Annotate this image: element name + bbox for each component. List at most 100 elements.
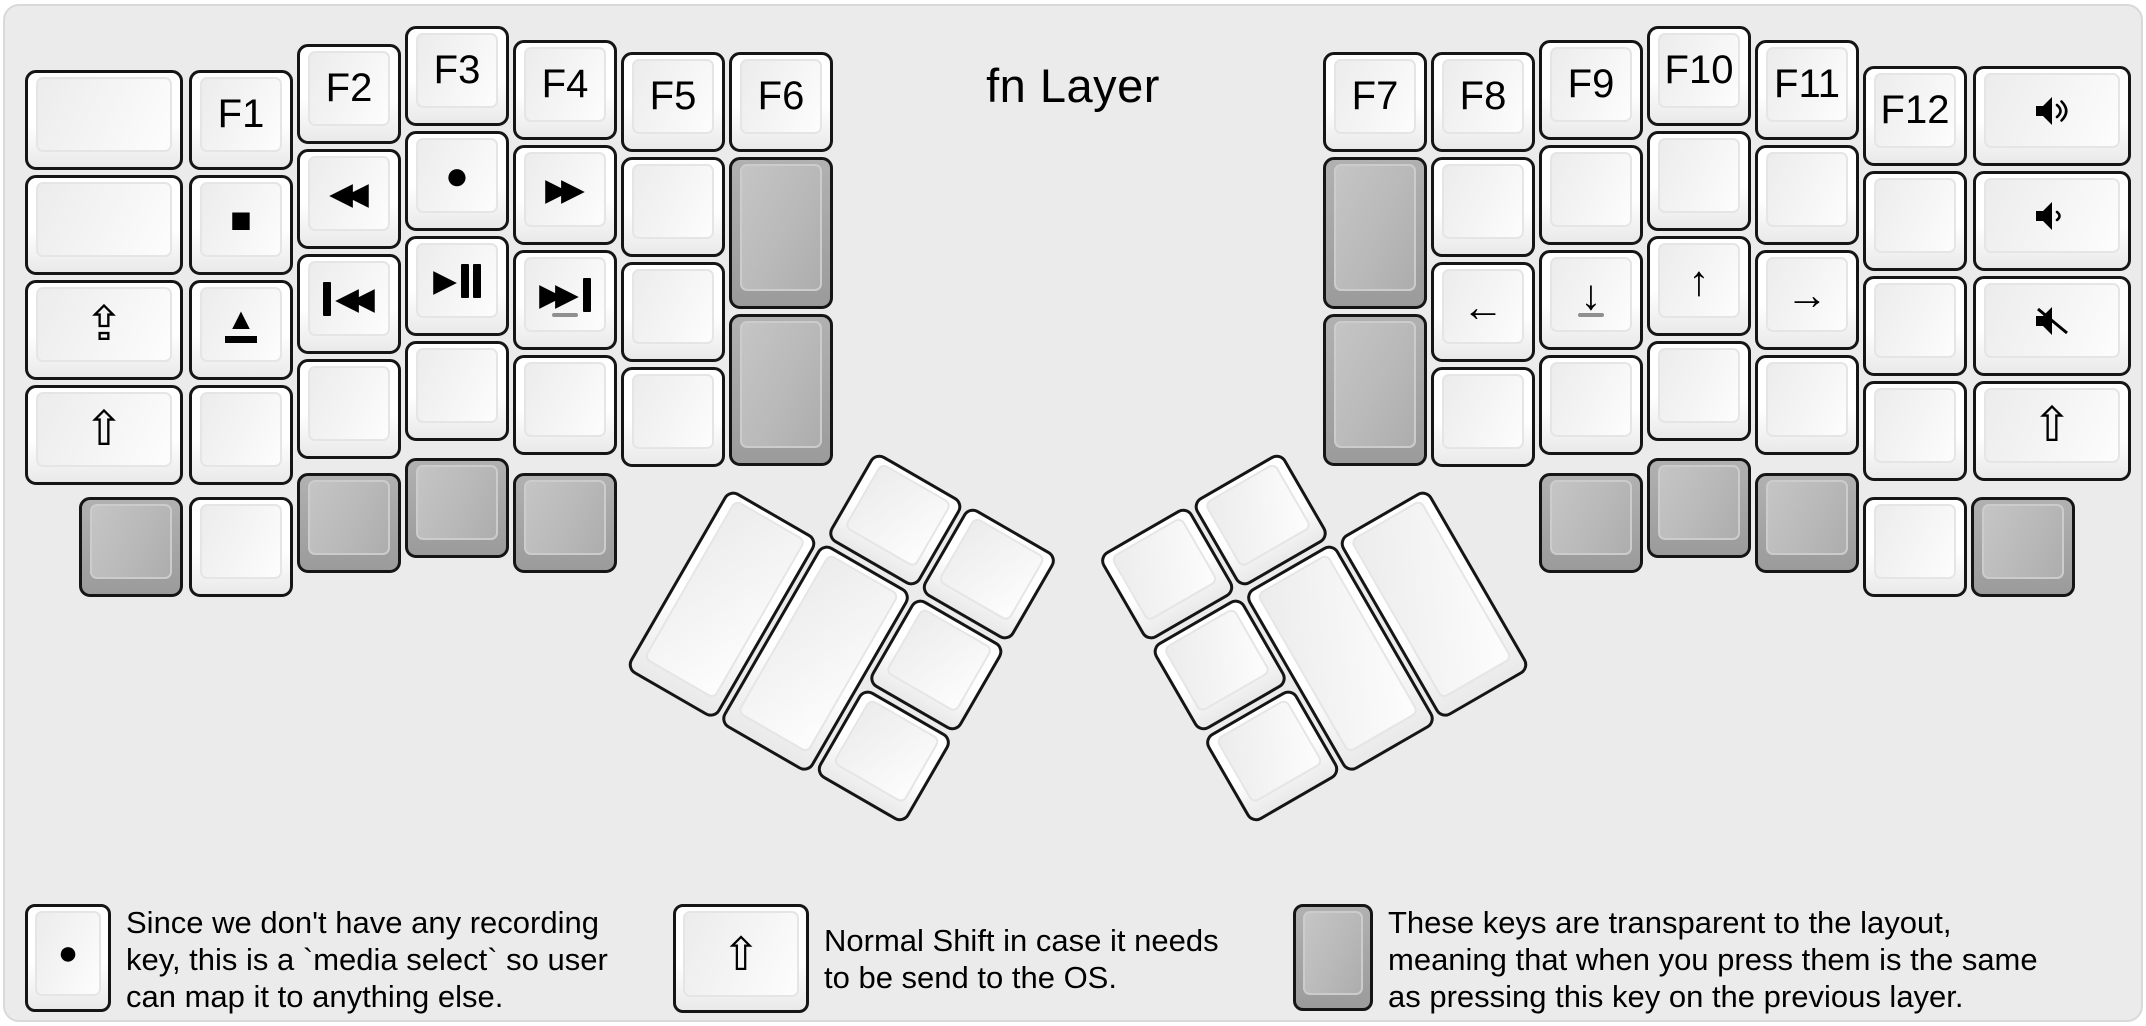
key-transparent-tall[interactable]	[729, 157, 833, 309]
key-transparent[interactable]	[513, 473, 617, 573]
key-volume-up[interactable]	[1973, 66, 2131, 166]
key-label: F8	[1459, 74, 1507, 118]
key-f2[interactable]: F2	[297, 44, 401, 144]
key-transparent[interactable]	[297, 473, 401, 573]
key-transparent[interactable]	[1647, 458, 1751, 558]
key-transparent[interactable]	[79, 497, 183, 597]
key-blank[interactable]	[621, 262, 725, 362]
key-media-fast-forward[interactable]: ▶▶	[513, 145, 617, 245]
rewind-icon: ◀◀	[329, 176, 369, 211]
key-media-prev-track[interactable]: ◀◀	[297, 254, 401, 354]
key-blank[interactable]	[621, 157, 725, 257]
key-blank[interactable]	[1647, 341, 1751, 441]
volume-up-icon	[2036, 96, 2068, 125]
key-blank[interactable]	[25, 175, 183, 275]
key-f11[interactable]: F11	[1755, 40, 1859, 140]
key-f6[interactable]: F6	[729, 52, 833, 152]
key-blank[interactable]	[1863, 381, 1967, 481]
transparent-key-icon	[1293, 904, 1373, 1011]
key-label: F6	[757, 74, 805, 118]
key-transparent-tall[interactable]	[1323, 157, 1427, 309]
key-media-next-track[interactable]: ▶▶	[513, 250, 617, 350]
key-media-record[interactable]: ●	[405, 131, 509, 231]
key-blank[interactable]	[1431, 157, 1535, 257]
key-blank[interactable]	[1863, 276, 1967, 376]
key-arrow-down[interactable]: ↓	[1539, 250, 1643, 350]
key-transparent[interactable]	[1539, 473, 1643, 573]
key-blank[interactable]	[1863, 497, 1967, 597]
key-capslock[interactable]: ⇪	[25, 280, 183, 380]
arrow-left-icon: ←	[1462, 282, 1504, 330]
key-f9[interactable]: F9	[1539, 40, 1643, 140]
legend-shift-text: Normal Shift in case it needs to be send…	[824, 922, 1219, 995]
key-blank[interactable]	[297, 359, 401, 459]
key-f5[interactable]: F5	[621, 52, 725, 152]
key-blank[interactable]	[189, 497, 293, 597]
play-pause-icon: ▶	[433, 263, 481, 298]
key-blank[interactable]	[1431, 367, 1535, 467]
key-blank[interactable]	[1539, 355, 1643, 455]
dash-mark	[1578, 313, 1604, 317]
key-label: F12	[1880, 88, 1950, 132]
key-blank[interactable]	[25, 70, 183, 170]
shift-icon: ⇧	[721, 928, 761, 980]
volume-down-icon	[2036, 201, 2061, 230]
key-label: F2	[325, 66, 373, 110]
key-blank[interactable]	[513, 355, 617, 455]
dash-mark	[552, 313, 578, 317]
key-blank[interactable]	[621, 367, 725, 467]
key-transparent[interactable]	[1755, 473, 1859, 573]
key-volume-mute[interactable]	[1973, 276, 2131, 376]
key-f3[interactable]: F3	[405, 26, 509, 126]
layer-title: fn Layer	[986, 59, 1160, 112]
key-shift[interactable]: ⇧	[25, 385, 183, 485]
key-arrow-up[interactable]: ↑	[1647, 236, 1751, 336]
record-key-icon: ●	[25, 904, 111, 1012]
legend-shift: ⇧ Normal Shift in case it needs to be se…	[673, 904, 1219, 1013]
arrow-right-icon: →	[1786, 270, 1828, 318]
key-blank[interactable]	[1539, 145, 1643, 245]
key-blank[interactable]	[1755, 145, 1859, 245]
key-arrow-right[interactable]: →	[1755, 250, 1859, 350]
key-f12[interactable]: F12	[1863, 66, 1967, 166]
key-f8[interactable]: F8	[1431, 52, 1535, 152]
key-shift[interactable]: ⇧	[1973, 381, 2131, 481]
shift-icon: ⇧	[83, 402, 125, 456]
arrow-down-icon: ↓	[1580, 270, 1602, 318]
arrow-up-icon: ↑	[1688, 256, 1710, 304]
key-f1[interactable]: F1	[189, 70, 293, 170]
key-media-eject[interactable]: ▲	[189, 280, 293, 380]
key-media-rewind[interactable]: ◀◀	[297, 149, 401, 249]
record-icon: ●	[444, 153, 470, 198]
legend-transparent: These keys are transparent to the layout…	[1293, 904, 2038, 1015]
stop-icon: ■	[230, 198, 252, 240]
key-media-stop[interactable]: ■	[189, 175, 293, 275]
key-transparent[interactable]	[405, 458, 509, 558]
key-f7[interactable]: F7	[1323, 52, 1427, 152]
key-transparent-tall[interactable]	[1323, 314, 1427, 466]
volume-mute-icon	[2036, 306, 2068, 335]
key-arrow-left[interactable]: ←	[1431, 262, 1535, 362]
previous-track-icon: ◀◀	[323, 281, 375, 316]
key-transparent[interactable]	[1971, 497, 2075, 597]
key-label: F11	[1774, 62, 1840, 106]
record-icon: ●	[57, 934, 79, 972]
key-blank[interactable]	[1755, 355, 1859, 455]
eject-icon: ▲	[225, 305, 257, 343]
key-blank[interactable]	[189, 385, 293, 485]
key-volume-down[interactable]	[1973, 171, 2131, 271]
legend-transparent-text: These keys are transparent to the layout…	[1388, 905, 2038, 1014]
key-label: F5	[649, 74, 697, 118]
key-f4[interactable]: F4	[513, 40, 617, 140]
legend-record-text: Since we don't have any recording key, t…	[126, 905, 608, 1014]
key-blank[interactable]	[405, 341, 509, 441]
key-blank[interactable]	[1863, 171, 1967, 271]
key-blank[interactable]	[1647, 131, 1751, 231]
key-f10[interactable]: F10	[1647, 26, 1751, 126]
key-transparent-tall[interactable]	[729, 314, 833, 466]
legend-record: ● Since we don't have any recording key,…	[25, 904, 608, 1015]
shift-icon: ⇧	[2031, 398, 2073, 452]
key-media-play-pause[interactable]: ▶	[405, 236, 509, 336]
